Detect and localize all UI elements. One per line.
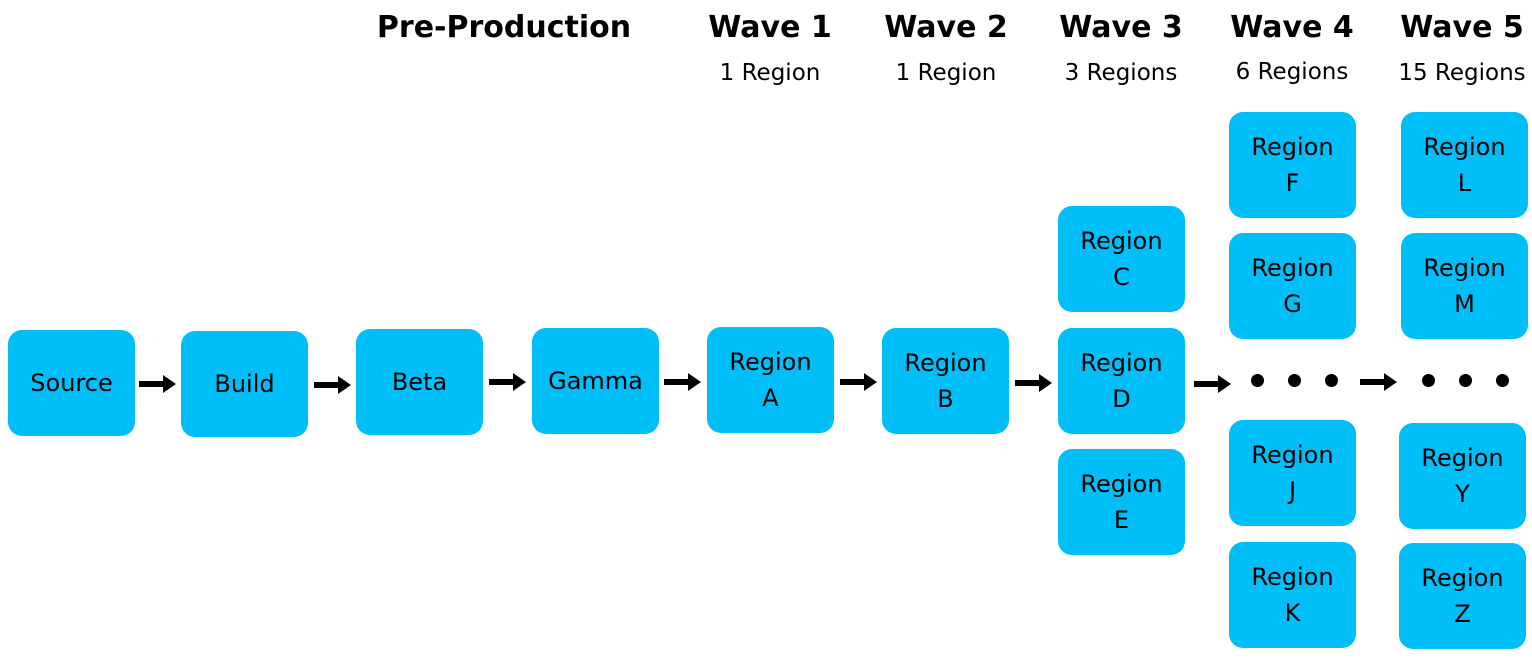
arrow-right-icon <box>139 375 176 393</box>
region-letter: E <box>1113 506 1130 534</box>
arrow-right-icon <box>1194 375 1231 393</box>
stage-beta: Beta <box>356 329 483 435</box>
stage-source: Source <box>8 330 135 436</box>
region-word: Region <box>1421 444 1504 472</box>
arrow-right-icon <box>1015 374 1052 392</box>
header-wave-1: Wave 1 <box>708 10 832 45</box>
stage-label: Beta <box>391 368 448 396</box>
subheader-wave-1: 1 Region <box>719 60 821 86</box>
stage-gamma: Gamma <box>532 328 659 434</box>
region-word: Region <box>1251 563 1334 591</box>
stage-label: Source <box>30 369 113 397</box>
region-word: Region <box>904 349 987 377</box>
region-word: Region <box>1423 254 1506 282</box>
region-word: Region <box>1080 470 1163 498</box>
header-wave-2: Wave 2 <box>884 10 1008 45</box>
arrow-right-icon <box>1360 373 1397 391</box>
region-letter: M <box>1454 290 1475 318</box>
region-word: Region <box>1251 441 1334 469</box>
ellipsis-dot <box>1496 374 1509 387</box>
subheader-wave-2: 1 Region <box>895 60 997 86</box>
region-word: Region <box>1421 564 1504 592</box>
subheader-wave-4: 6 Regions <box>1235 59 1349 85</box>
region-letter: L <box>1457 169 1472 197</box>
region-word: Region <box>1080 349 1163 377</box>
region-letter: K <box>1284 599 1301 627</box>
arrow-right-icon <box>840 373 877 391</box>
subheader-wave-3: 3 Regions <box>1064 60 1178 86</box>
arrow-right-icon <box>489 373 526 391</box>
ellipsis-dot <box>1459 374 1472 387</box>
arrow-right-icon <box>664 373 701 391</box>
region-word: Region <box>1423 133 1506 161</box>
header-wave-3: Wave 3 <box>1059 10 1183 45</box>
region-letter: G <box>1283 290 1302 318</box>
stage-label: Build <box>214 370 275 398</box>
region-letter: J <box>1288 477 1297 505</box>
ellipsis-dot <box>1251 374 1264 387</box>
region-word: Region <box>1251 254 1334 282</box>
region-letter: D <box>1112 385 1131 413</box>
region-letter: C <box>1113 263 1130 291</box>
ellipsis-dot <box>1288 374 1301 387</box>
region-letter: F <box>1285 169 1300 197</box>
header-pre-production: Pre-Production <box>376 10 632 45</box>
stage-label: Gamma <box>548 367 643 395</box>
region-letter: B <box>937 385 954 413</box>
subheader-wave-5: 15 Regions <box>1398 60 1526 86</box>
ellipsis-dot <box>1325 374 1338 387</box>
ellipsis-dot <box>1422 374 1435 387</box>
header-wave-5: Wave 5 <box>1400 10 1524 45</box>
region-letter: Y <box>1455 480 1470 508</box>
ellipsis-wave-4 <box>1251 374 1338 387</box>
header-wave-4: Wave 4 <box>1230 10 1354 45</box>
region-letter: A <box>762 384 779 412</box>
region-word: Region <box>729 348 812 376</box>
ellipsis-wave-5 <box>1422 374 1509 387</box>
stage-build: Build <box>181 331 308 437</box>
region-word: Region <box>1251 133 1334 161</box>
region-word: Region <box>1080 227 1163 255</box>
region-letter: Z <box>1454 600 1471 628</box>
arrow-right-icon <box>314 376 351 394</box>
